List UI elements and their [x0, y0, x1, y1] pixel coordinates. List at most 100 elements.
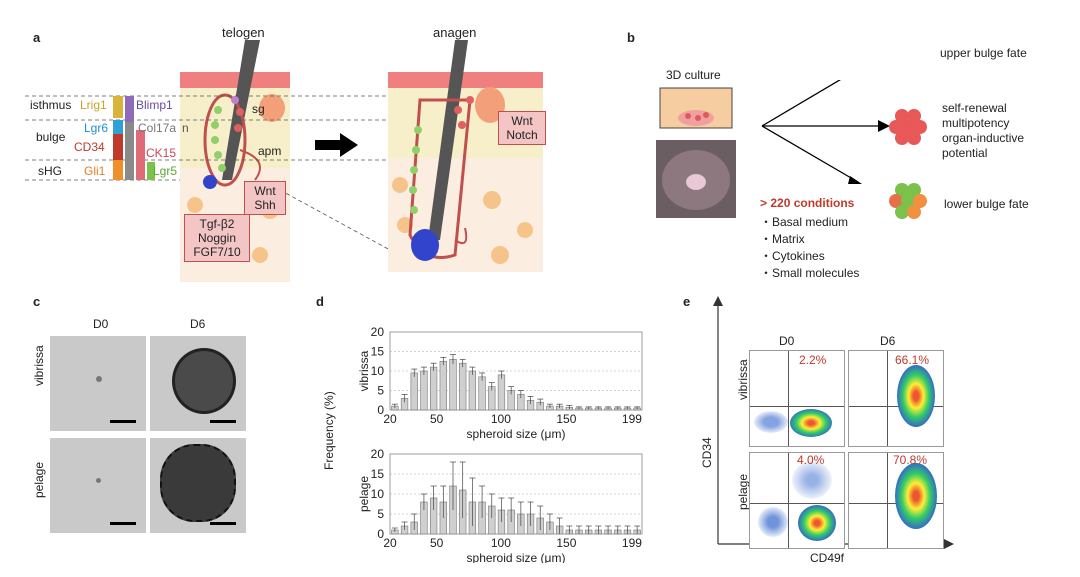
y-tick-label: 10: [371, 364, 385, 378]
gli1-bar: [113, 160, 123, 180]
telogen-epidermis: [180, 72, 290, 88]
histogram-bar: [468, 370, 477, 411]
facs-row-pelage: pelage: [736, 473, 750, 510]
micrograph-vibrissa-d6: [150, 336, 246, 431]
region-bulge: bulge: [36, 130, 66, 144]
col17a-bar: [125, 122, 134, 180]
lrig1-bar: [113, 96, 123, 118]
y-tick-label: 0: [377, 403, 384, 417]
facs-pct-pelage-d0: 4.0%: [797, 453, 825, 467]
anagen-dermal-papilla: [411, 229, 439, 261]
x-tick-label: 199: [622, 412, 642, 426]
x-axis-label: spheroid size (μm): [467, 427, 566, 441]
self-renewal-cluster-icon: [889, 109, 927, 145]
telogen-follicle-outline: [203, 93, 247, 187]
fate-upper: upper bulge fate: [940, 46, 1027, 60]
histogram-bar: [420, 370, 428, 411]
apm-label: apm: [258, 144, 282, 158]
arrow-upper: [761, 80, 842, 127]
histogram-bar: [429, 366, 438, 411]
x-tick-label: 100: [491, 412, 511, 426]
y-tick-label: 5: [377, 507, 384, 521]
marker-col17a: Col17a: [138, 121, 177, 135]
facs-pct-vibrissa-d6: 66.1%: [895, 353, 930, 367]
histogram-bar: [439, 360, 447, 411]
anagen-epidermis: [388, 72, 543, 88]
marker-ck15: CK15: [146, 146, 177, 160]
x-tick-label: 50: [430, 536, 444, 550]
signal-tgfb2: Tgf-β2: [199, 217, 235, 231]
x-tick-label: 150: [556, 412, 576, 426]
marker-lrig1: Lrig1: [80, 98, 107, 112]
y-tick-label: 15: [371, 345, 385, 359]
series-y-label: pelage: [357, 476, 371, 512]
condition-matrix: ・Matrix: [760, 232, 805, 246]
telogen-to-anagen-arrow: [315, 133, 358, 157]
sebaceous-gland: [259, 94, 285, 122]
x-tick-label: 199: [622, 536, 642, 550]
ck15-bar: [136, 130, 145, 180]
panel-a-letter: a: [33, 30, 41, 45]
histogram-bar: [497, 374, 506, 411]
y-tick-label: 15: [371, 467, 385, 481]
panel-c-letter: c: [33, 294, 41, 309]
facs-y-label: CD34: [700, 437, 714, 468]
y-tick-label: 5: [377, 384, 384, 398]
x-tick-label: 100: [491, 536, 511, 550]
fat-cell: [187, 197, 203, 213]
condition-cytokines: ・Cytokines: [760, 249, 825, 263]
panel-b-letter: b: [627, 30, 635, 45]
signal-noggin: Noggin: [197, 231, 237, 245]
y-tick-label: 10: [371, 487, 385, 501]
size-histograms: 0 5 10 15 20 20 50 100 150 199 spheroid size (μm) v…: [357, 325, 643, 563]
y-tick-label: 20: [371, 447, 385, 461]
signal-notch: Notch: [506, 128, 538, 142]
conditions-title: > 220 conditions: [760, 196, 855, 210]
sebaceous-gland-label: sg: [252, 102, 265, 116]
signal-box-wnt-notch: Wnt Notch: [498, 111, 546, 145]
signal-arrow: [239, 149, 261, 181]
fate-potential: potential: [942, 146, 988, 160]
fat-cell: [252, 247, 268, 263]
anagen-label: anagen: [433, 25, 477, 40]
signal-shh: Shh: [254, 198, 276, 212]
lgr5-bar: [147, 162, 155, 180]
facs-plot-vibrissa-d0: [749, 350, 845, 447]
anagen-hair-shaft: [428, 40, 468, 240]
panel-e-letter: e: [683, 294, 691, 309]
scale-bar: [210, 420, 236, 423]
facs-row-vibrissa: vibrissa: [736, 359, 750, 400]
histogram-bar: [459, 362, 467, 411]
x-axis-label: spheroid size (μm): [467, 551, 566, 563]
y-tick-label: 20: [371, 325, 385, 339]
marker-cd34: CD34: [74, 140, 105, 154]
fate-multipotency: multipotency: [942, 116, 1010, 130]
histogram-bar: [478, 376, 486, 411]
micro-col-d0: D0: [93, 317, 109, 331]
marker-lgr6: Lgr6: [84, 121, 109, 135]
facs-plot-pelage-d6: [848, 452, 944, 549]
marker-col17a-suffix: n: [182, 121, 189, 135]
fate-self-renewal: self-renewal: [942, 101, 1007, 115]
telogen-label: telogen: [222, 25, 265, 40]
lower-cluster-icon: [889, 183, 927, 219]
scale-bar: [210, 522, 236, 525]
facs-col-d6: D6: [880, 334, 896, 348]
facs-col-d0: D0: [779, 334, 795, 348]
scale-bar: [110, 522, 136, 525]
facs-plot-vibrissa-d6: [848, 350, 944, 447]
fate-lower: lower bulge fate: [944, 197, 1029, 211]
signal-wnt-anagen: Wnt: [511, 114, 533, 128]
signal-box-niche: Tgf-β2 Noggin FGF7/10: [184, 214, 250, 262]
scale-bar: [110, 420, 136, 423]
series-y-label: vibrissa: [357, 350, 371, 391]
condition-basal-medium: ・Basal medium: [760, 215, 849, 229]
micrograph-pelage-d6: [150, 438, 246, 533]
x-tick-label: 20: [383, 536, 397, 550]
panel-d-letter: d: [316, 294, 324, 309]
x-tick-label: 150: [556, 536, 576, 550]
arrow-lower: [761, 125, 859, 183]
marker-blimp1: Blimp1: [136, 98, 173, 112]
x-tick-label: 20: [383, 412, 397, 426]
signal-wnt: Wnt: [254, 184, 276, 198]
